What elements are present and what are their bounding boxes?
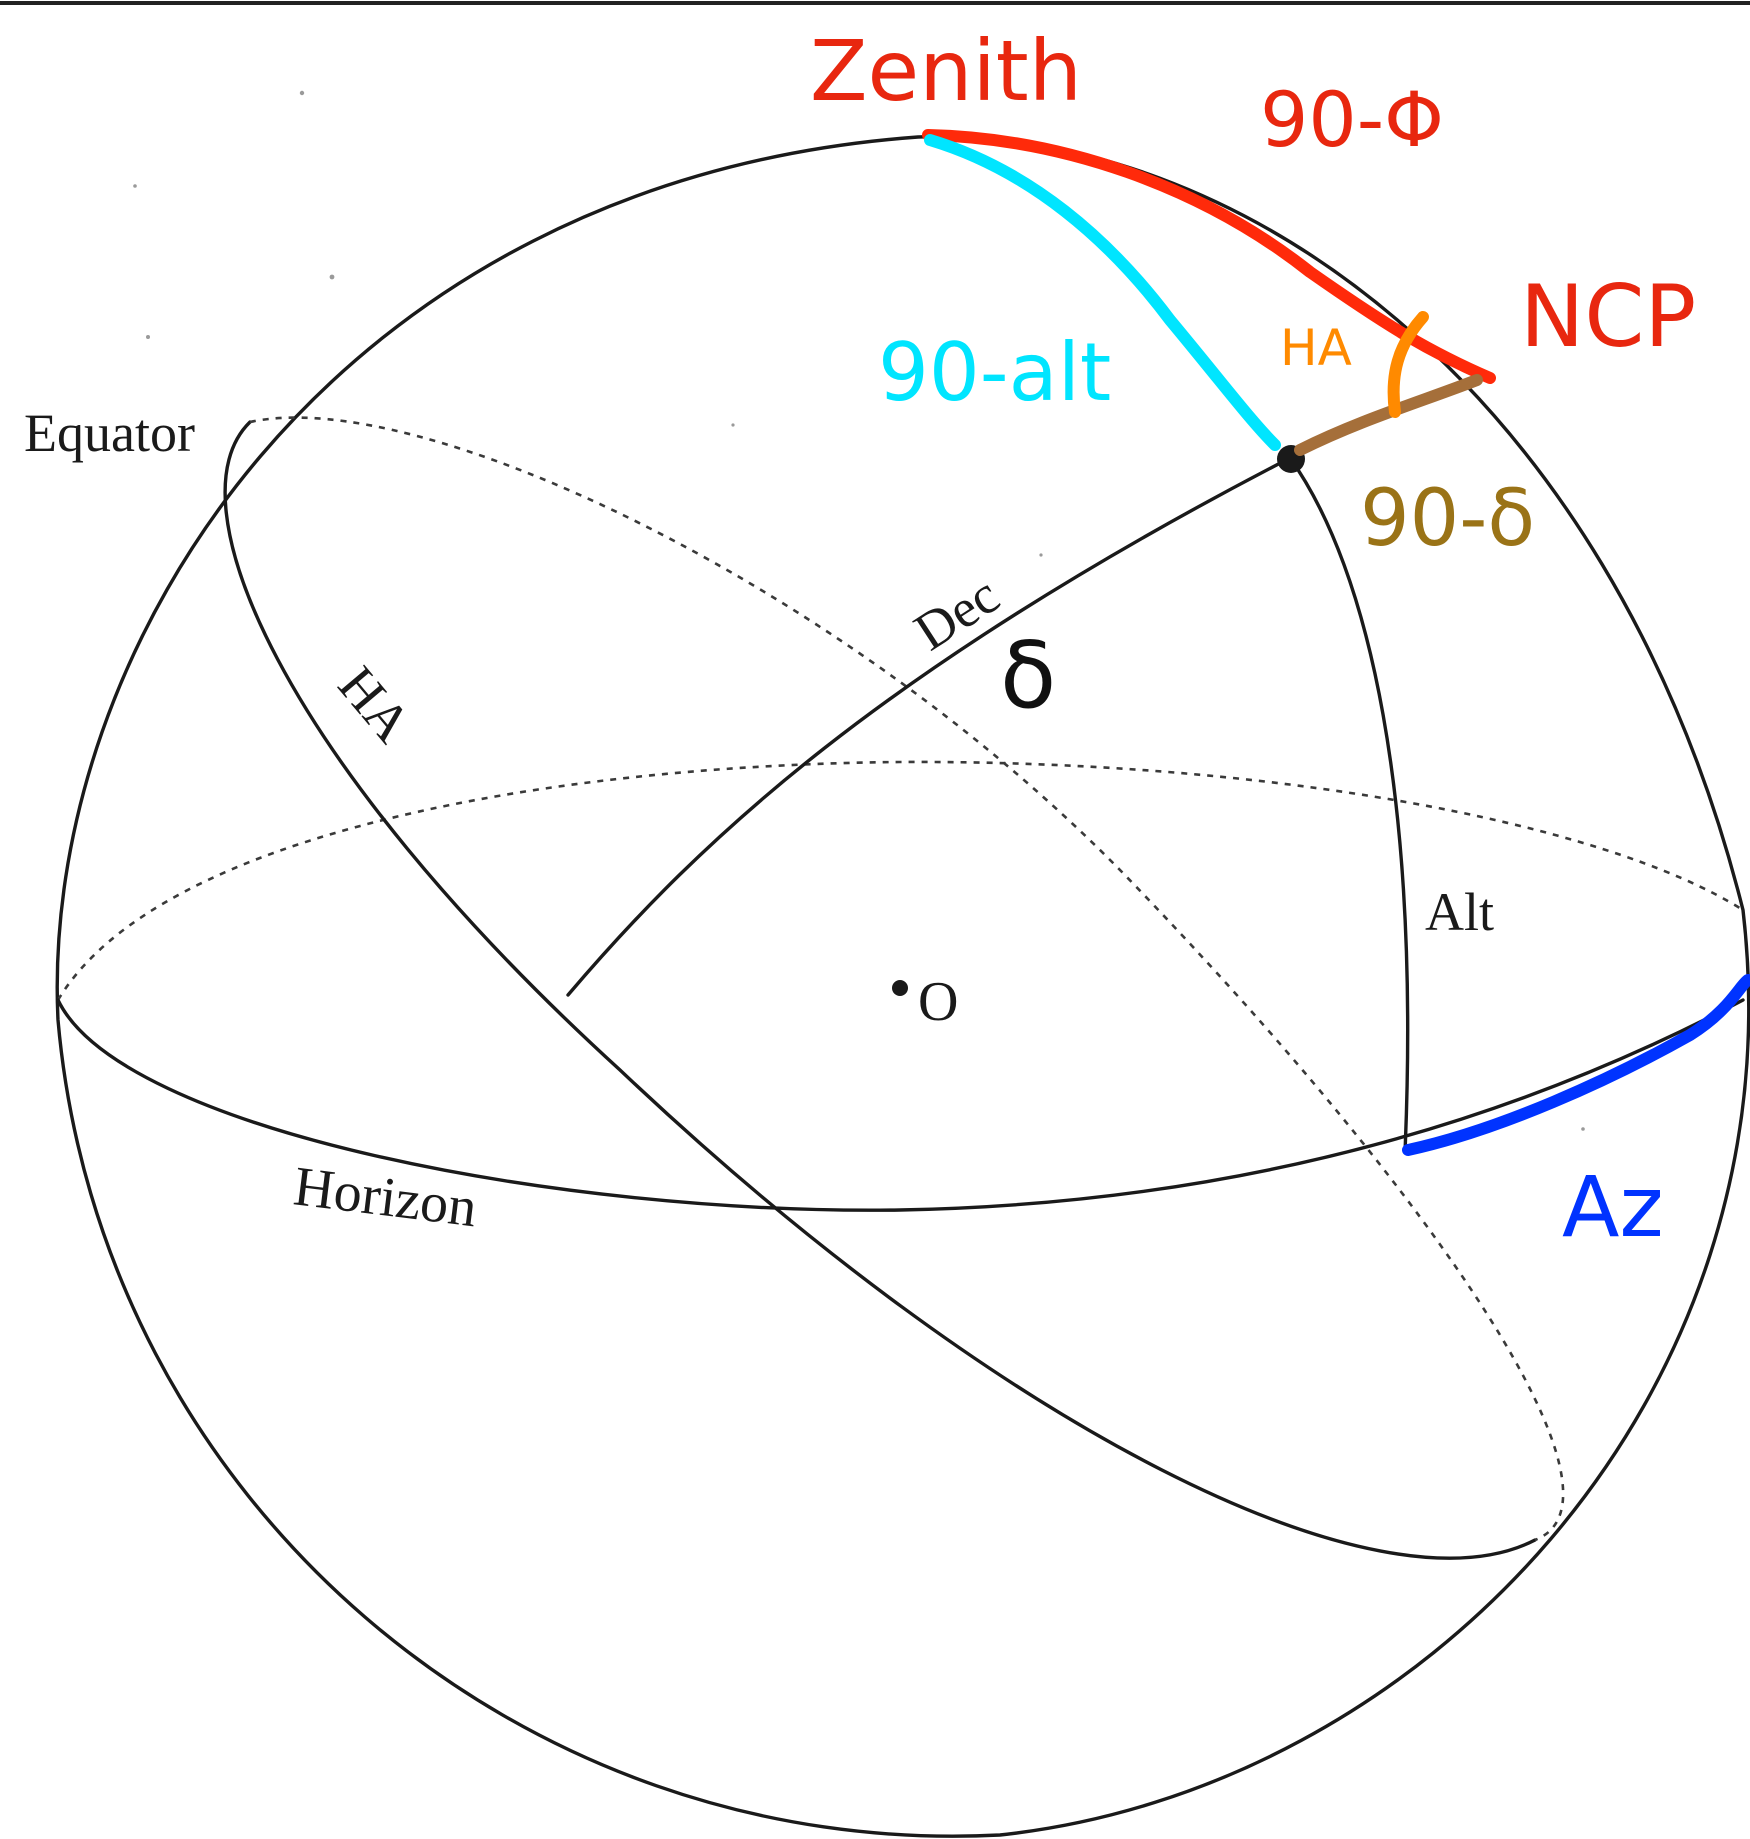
ha-angle-label: HA bbox=[1280, 319, 1352, 377]
zenith-ncp-arc bbox=[922, 129, 1496, 384]
alt-label: Alt bbox=[1425, 882, 1494, 942]
dec-meridian bbox=[566, 456, 1292, 997]
origin-label: O bbox=[918, 971, 958, 1033]
az-label: Az bbox=[1562, 1158, 1664, 1256]
ha-circle-label: HA bbox=[327, 655, 423, 753]
equator-label: Equator bbox=[24, 403, 195, 463]
ninety-alt-arc bbox=[924, 134, 1281, 451]
alt-circle bbox=[1288, 456, 1410, 1154]
equator-circle-front bbox=[223, 420, 1537, 1560]
ninety-alt-label: 90-alt bbox=[878, 326, 1111, 419]
dec-label: Dec bbox=[904, 564, 1010, 662]
zenith-label: Zenith bbox=[810, 22, 1082, 120]
sphere-outline bbox=[55, 134, 1750, 1838]
horizon-circle-back bbox=[56, 760, 1744, 1001]
azimuth-arc bbox=[1402, 974, 1750, 1156]
delta-label: δ bbox=[1000, 622, 1056, 729]
ncp-label: NCP bbox=[1520, 267, 1696, 367]
horizon-label: Horizon bbox=[290, 1155, 480, 1239]
ninety-delta-label: 90-δ bbox=[1360, 474, 1535, 564]
ninety-phi-label: 90-Φ bbox=[1260, 75, 1444, 164]
equator-circle-back bbox=[249, 416, 1565, 1542]
origin-dot bbox=[892, 980, 908, 996]
ha-angle-arc bbox=[1387, 311, 1429, 418]
scan-specks bbox=[133, 90, 1585, 1131]
horizon-circle-front bbox=[56, 998, 1745, 1212]
